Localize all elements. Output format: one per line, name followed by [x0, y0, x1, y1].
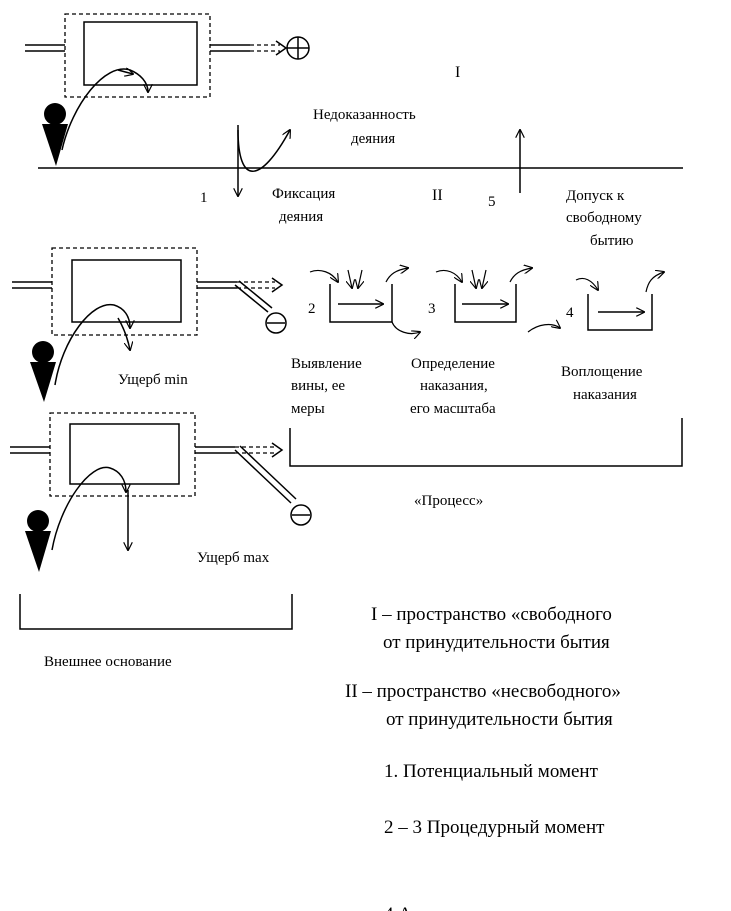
admission-label: Допуск к свободному бытию	[566, 188, 645, 249]
influence-arrow	[61, 68, 148, 151]
step-1-label: 1	[200, 190, 208, 206]
stage-2-box	[309, 268, 408, 323]
damage-arrow	[117, 317, 130, 350]
step-2-label: 2	[308, 301, 316, 317]
stage-3-box	[435, 268, 532, 323]
step-4-label: 4	[566, 305, 574, 321]
guilt-label: Выявление вины, ее меры	[291, 356, 365, 417]
legend-item-II: II – пространство «несвободного» от прин…	[345, 681, 626, 730]
external-basis-bracket	[19, 594, 293, 630]
row1-unit	[25, 13, 288, 98]
external-basis-label: Внешнее основание	[44, 654, 172, 670]
person-icon	[42, 103, 68, 166]
step-3-label: 3	[428, 301, 436, 317]
legend-item-2-3: 2 – 3 Процедурный момент	[384, 817, 605, 838]
row3-unit	[10, 412, 297, 504]
step-5-label: 5	[488, 194, 496, 210]
stage-4-box	[575, 272, 664, 331]
damage-min-label: Ущерб min	[118, 372, 188, 388]
damage-max-label: Ущерб max	[197, 550, 270, 566]
punishment-definition-label: Определение наказания, его масштаба	[410, 356, 499, 417]
punishment-execution-label: Воплощение наказания	[561, 364, 646, 403]
influence-arrow-inner	[117, 70, 133, 74]
process-label: «Процесс»	[414, 493, 483, 509]
plus-circle-icon	[286, 36, 310, 60]
minus-circle-icon	[265, 312, 287, 334]
influence-arrow	[54, 303, 130, 386]
transition-arrow	[527, 325, 560, 333]
region-I-label: I	[455, 64, 460, 81]
row2-unit	[12, 247, 284, 336]
legend-item-1: 1. Потенциальный момент	[384, 761, 599, 782]
process-bracket	[289, 418, 683, 467]
transition-arrow	[391, 321, 420, 334]
minus-circle-icon	[290, 504, 312, 526]
legend-item-4: 4 А	[384, 904, 412, 911]
fixation-label: Фиксация деяния	[272, 186, 339, 225]
person-icon	[30, 341, 56, 402]
region-II-label: II	[432, 187, 443, 204]
person-icon	[25, 510, 51, 572]
influence-arrow	[51, 466, 126, 551]
fixation-arrow-curl	[237, 130, 290, 172]
legend-item-I: I – пространство «свободного от принудит…	[371, 604, 617, 653]
not-proven-label: Недоказанность деяния	[313, 107, 419, 147]
